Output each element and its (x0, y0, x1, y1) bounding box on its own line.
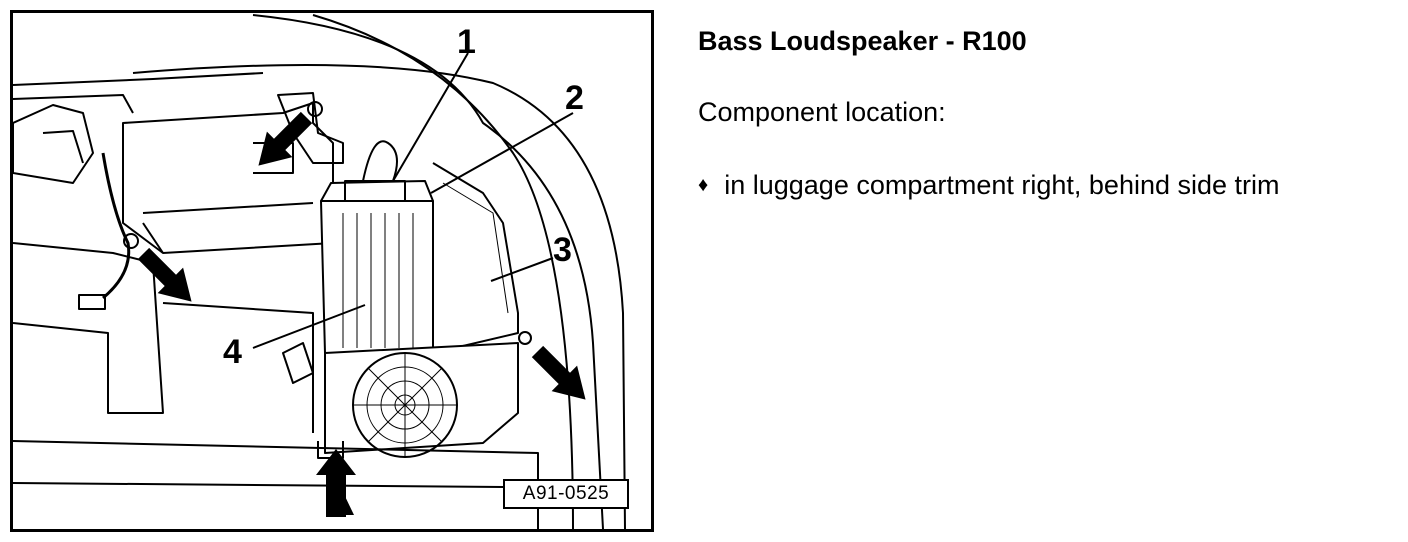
callout-number-4: 4 (223, 333, 242, 371)
list-item-text: in luggage compartment right, behind sid… (724, 170, 1280, 200)
leader-line-4 (252, 304, 366, 349)
side-bracket (432, 162, 519, 354)
plug-connector (344, 180, 406, 202)
left-bracket (13, 104, 94, 184)
page-title: Bass Loudspeaker - R100 (698, 26, 1027, 56)
wiring-cable (101, 152, 131, 300)
plug-wires (362, 140, 398, 182)
leader-line-3 (490, 257, 554, 282)
cable-connector (78, 294, 106, 310)
body-panel-line-2 (13, 94, 134, 114)
upper-housing (122, 102, 334, 254)
leader-line-2 (430, 112, 574, 194)
left-bracket-detail (42, 130, 84, 164)
floor-panel-2 (13, 482, 504, 488)
leader-line-1 (392, 52, 469, 182)
arrow-left-bolt (137, 247, 192, 302)
subtitle: Component location: (698, 97, 946, 127)
trim-cutout (162, 302, 314, 433)
arrow-bottom (316, 449, 356, 517)
arrow-upper-bolt (258, 111, 313, 166)
arrow-right-nut (531, 345, 586, 400)
list-item: ♦ in luggage compartment right, behind s… (698, 170, 1280, 201)
figure-id-label: A91-0525 (503, 479, 629, 509)
illustration-drawing (13, 14, 626, 529)
mounting-nut-right (518, 331, 532, 345)
bullet-diamond-icon: ♦ (698, 174, 709, 196)
speaker-grille-spokes (353, 353, 457, 457)
mounting-bolt-left (123, 233, 139, 249)
trunk-inner-curve (252, 14, 604, 529)
body-panel-line (13, 72, 264, 86)
amplifier-rib (342, 213, 414, 348)
callout-number-3: 3 (553, 231, 572, 269)
callout-number-2: 2 (565, 79, 584, 117)
trim-clip (282, 342, 314, 384)
component-illustration: 1 2 3 4 A91-0525 (10, 10, 654, 532)
amplifier-top (320, 180, 434, 202)
mounting-bolt-upper (307, 101, 323, 117)
callout-number-1: 1 (457, 23, 476, 61)
amplifier-body (320, 200, 434, 354)
lower-left-trim (13, 242, 164, 414)
side-bracket-inner (442, 182, 509, 314)
trunk-outer-curve (132, 64, 626, 529)
upper-housing-inner (142, 202, 314, 254)
